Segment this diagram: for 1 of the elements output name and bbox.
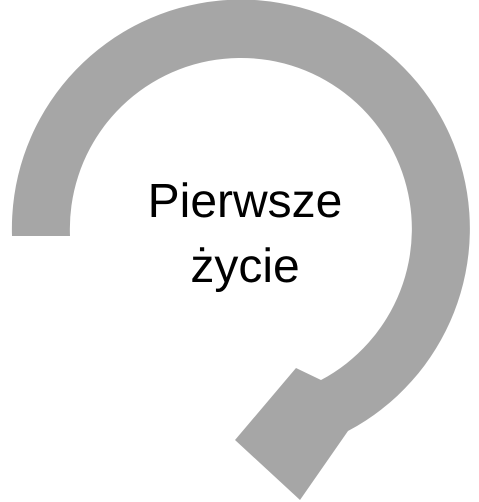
center-label: Pierwsze życie	[146, 174, 344, 295]
